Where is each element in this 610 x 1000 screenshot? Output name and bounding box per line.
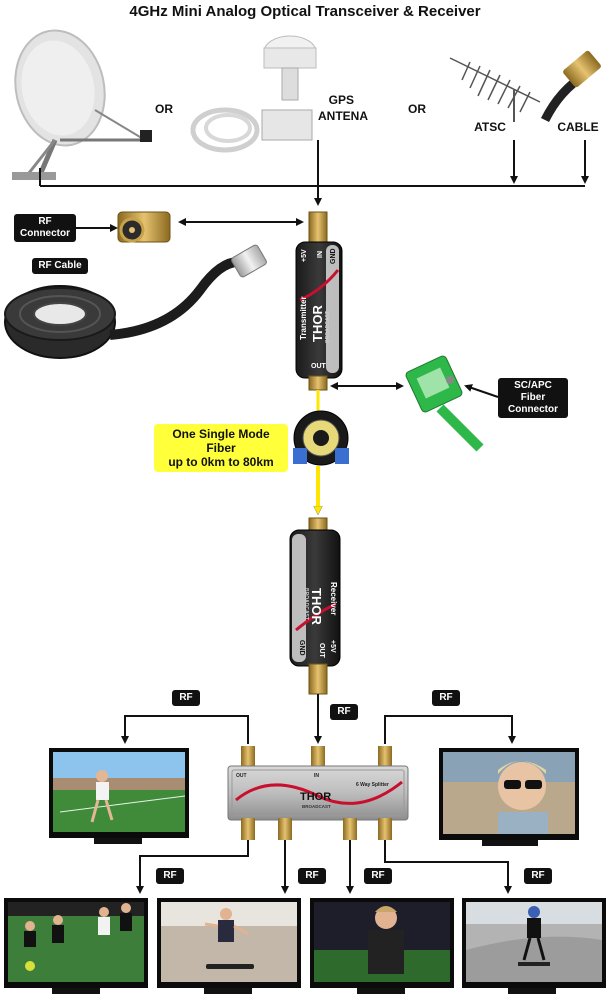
receiver-brand: THOR (309, 588, 324, 625)
monitor-upper-right (439, 748, 579, 846)
receiver-gnd: GND (298, 640, 305, 656)
transmitter-in: IN (317, 251, 324, 258)
page-title: 4GHz Mini Analog Optical Transceiver & R… (129, 3, 481, 20)
rf-tag-bottom-4: RF (524, 868, 552, 884)
gps-antenna-label: GPS ANTENA (318, 93, 368, 123)
splitter-out: OUT (236, 773, 247, 779)
gps-antenna-label-line1: GPS (329, 93, 354, 107)
rf-cable-tag: RF Cable (32, 258, 88, 274)
coax-cable-icon (540, 50, 601, 123)
receiver-name: Receiver (329, 582, 338, 615)
rf-connector-tag: RF Connector (14, 214, 76, 242)
rf-tag-bottom-1: RF (156, 868, 184, 884)
monitor-bottom-2 (157, 898, 301, 994)
splitter-brand: THOR (300, 791, 331, 803)
fiber-spool-icon (293, 410, 349, 466)
monitor-bottom-4 (462, 898, 606, 994)
transmitter-5v: +5V (301, 249, 308, 262)
receiver-device (289, 517, 341, 695)
receiver-5v: +5V (329, 640, 336, 653)
rf-tag-bottom-3: RF (364, 868, 392, 884)
atsc-label: ATSC (474, 120, 506, 134)
rf-tag-bottom-2: RF (298, 868, 326, 884)
transmitter-brand-sub: BROADCAST (325, 311, 331, 343)
sc-apc-tag: SC/APC Fiber Connector (498, 378, 568, 418)
gps-antenna-icon (190, 35, 317, 153)
rf-tag-right: RF (432, 690, 460, 706)
rf-distribution-lines (121, 694, 516, 894)
satellite-dish-icon (12, 29, 152, 180)
fiber-spec-tag: One Single Mode Fiber up to 0km to 80km (154, 424, 288, 472)
gps-antenna-label-line2: ANTENA (318, 109, 368, 123)
source-bus (39, 140, 589, 206)
transmitter-name: Transmitter (299, 296, 308, 340)
receiver-out: OUT (318, 643, 325, 659)
splitter-desc: 6 Way Splitter (356, 782, 389, 788)
monitor-upper-left (49, 748, 189, 844)
or-label-left: OR (155, 102, 173, 116)
or-label-right: OR (408, 102, 426, 116)
splitter-in: IN (314, 773, 319, 779)
sc-apc-connector-icon (405, 355, 484, 452)
rf-connector-icon (117, 211, 171, 243)
monitor-bottom-3 (310, 898, 454, 994)
splitter-brand-sub: BROADCAST (302, 804, 331, 809)
receiver-brand-sub: BROADCAST (303, 588, 309, 620)
atsc-antenna-icon (449, 57, 541, 122)
transmitter-gnd: GND (330, 248, 337, 264)
transmitter-out: OUT (311, 363, 327, 370)
rf-tag-receiver-out: RF (330, 704, 358, 720)
cable-label: CABLE (557, 120, 598, 134)
rf-cable-coil-icon (4, 244, 267, 359)
six-way-splitter (227, 746, 409, 840)
rf-tag-left: RF (172, 690, 200, 706)
transmitter-device (295, 211, 343, 391)
transmitter-brand: THOR (310, 305, 325, 342)
monitor-bottom-1 (4, 898, 148, 994)
